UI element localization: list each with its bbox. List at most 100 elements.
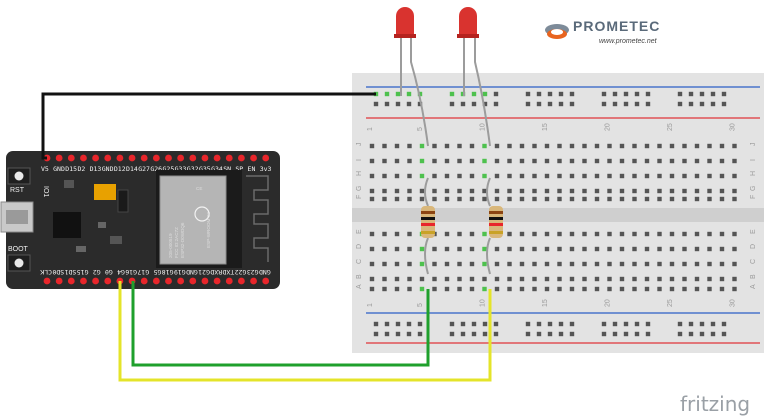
rail-hole [493,101,499,107]
breadboard-hole [569,143,575,149]
header-pin-bottom [152,277,160,285]
breadboard-hole [707,261,712,267]
breadboard-hole [419,261,425,267]
header-pin-bottom [67,277,75,285]
breadboard-hole [732,196,737,202]
breadboard-center-channel [352,208,764,222]
pin-label-bottom: G16 [125,268,137,276]
breadboard-hole [494,188,500,194]
breadboard-hole [582,188,587,194]
breadboard-hole [732,158,737,164]
breadboard-hole [407,143,412,149]
breadboard-hole [582,231,587,237]
breadboard-hole [632,158,637,164]
breadboard-hole [619,246,625,252]
rail-hole [699,91,705,97]
pin-label-top: D2 [77,165,85,173]
breadboard-hole [369,286,375,292]
led-1 [394,7,429,147]
header-pin-top [213,154,221,162]
column-number-top: 1 [367,127,374,131]
led-1-rim [394,34,416,38]
breadboard-hole [407,231,412,237]
breadboard-hole [619,143,625,149]
breadboard-hole [732,143,737,149]
pin-label-bottom: G23 [247,268,259,276]
usb-port [6,210,28,224]
pin-label-bottom: G22 [235,268,247,276]
rail-hole [569,331,575,337]
breadboard-hole [407,261,412,267]
row-letter-right: H [750,171,757,176]
pin-label-top: G32 [187,165,199,173]
breadboard-hole [444,196,450,202]
breadboard-hole [369,158,375,164]
row-letter-right: G [750,186,757,191]
row-letter-left: G [356,186,363,191]
breadboard-hole [457,276,462,282]
rail-hole [482,101,488,107]
breadboard-hole [544,246,550,252]
header-pin-bottom [43,277,51,285]
breadboard-hole [457,158,462,164]
breadboard-hole [682,286,687,292]
breadboard-hole [532,231,537,237]
breadboard-hole [469,246,475,252]
breadboard-hole [457,286,462,292]
rail-hole [645,101,651,107]
rail-hole [384,101,390,107]
breadboard-hole [607,173,612,179]
pin-label-bottom: G4 [117,268,125,276]
breadboard-hole [632,246,637,252]
breadboard-hole [657,143,662,149]
breadboard-hole [707,196,712,202]
breadboard-hole [732,276,737,282]
header-pin-bottom [225,277,233,285]
breadboard-hole [469,143,475,149]
header-pin-top [80,154,87,162]
breadboard-hole [657,261,662,267]
breadboard-hole [732,246,737,252]
rail-hole [471,331,477,337]
rail-hole [645,321,651,327]
rail-hole [384,91,390,97]
rail-hole [645,91,651,97]
breadboard-hole [419,188,425,194]
header-pin-top [189,154,197,162]
breadboard-hole [632,286,637,292]
breadboard-hole [482,286,487,292]
led-2 [457,7,491,147]
rail-hole [525,321,531,327]
rail-hole [612,101,618,107]
resistor-1-legs [424,177,429,275]
breadboard-hole [544,231,550,237]
breadboard-hole [394,246,400,252]
resistor-2-legs [486,177,491,275]
column-number-bottom: 15 [542,299,549,307]
rail-hole [406,91,412,97]
breadboard-hole [369,196,375,202]
breadboard-hole [457,246,462,252]
breadboard-hole [544,261,550,267]
breadboard-hole [569,188,575,194]
column-number-top: 25 [667,123,674,131]
breadboard-hole [482,231,487,237]
breadboard-hole [494,276,500,282]
breadboard-hole [669,196,675,202]
breadboard-hole [407,158,412,164]
header-pin-bottom [80,277,87,285]
rail-hole [417,321,423,327]
breadboard-hole [644,246,650,252]
led-2-leg-anode [474,36,491,147]
breadboard-hole [382,261,387,267]
rail-hole [612,321,618,327]
column-number-bottom: 20 [605,299,612,307]
rail-hole [536,331,542,337]
breadboard-hole [444,188,450,194]
row-letter-left: D [356,244,363,249]
breadboard-hole [582,173,587,179]
pin-label-top: D12 [114,165,126,173]
breadboard-hole [557,231,562,237]
breadboard-hole [569,231,575,237]
rst-label: RST [10,187,25,194]
